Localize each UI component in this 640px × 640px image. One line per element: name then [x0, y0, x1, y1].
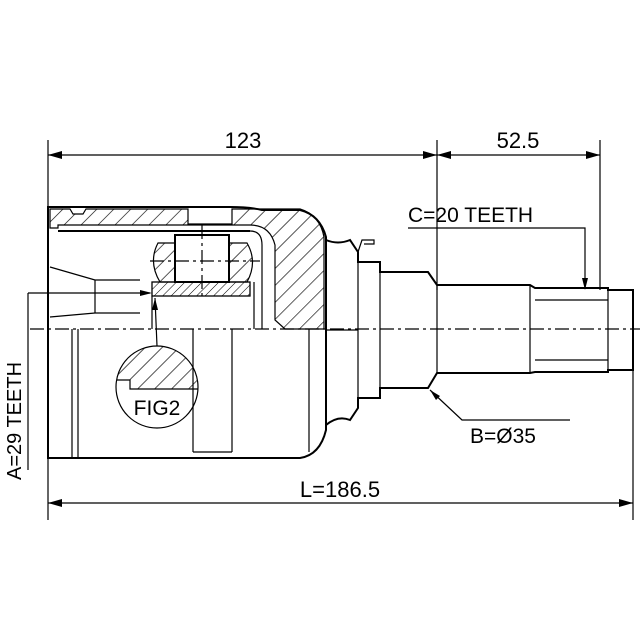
- dimension-total: L=186.5: [48, 477, 633, 507]
- dim-shaft-label: 52.5: [497, 128, 540, 153]
- shaft-diameter-callout: B=Ø35: [429, 389, 570, 448]
- fig2-label: FIG2: [134, 397, 181, 420]
- fig2-detail: FIG2: [28, 290, 199, 429]
- stub-shaft: [325, 238, 634, 426]
- shaft-teeth-callout: C=20 TEETH: [408, 204, 588, 290]
- shaft-teeth-label: C=20 TEETH: [408, 204, 533, 227]
- shaft-diameter-label: B=Ø35: [470, 425, 536, 448]
- dim-housing-label: 123: [225, 128, 262, 153]
- dimension-shaft: 52.5: [437, 128, 600, 159]
- housing-teeth-label: A=29 TEETH: [4, 362, 26, 480]
- outer-housing: [47, 206, 327, 459]
- housing-teeth-callout: A=29 TEETH: [4, 293, 29, 480]
- dim-total-label: L=186.5: [300, 477, 380, 502]
- dimension-housing: 123: [48, 128, 437, 159]
